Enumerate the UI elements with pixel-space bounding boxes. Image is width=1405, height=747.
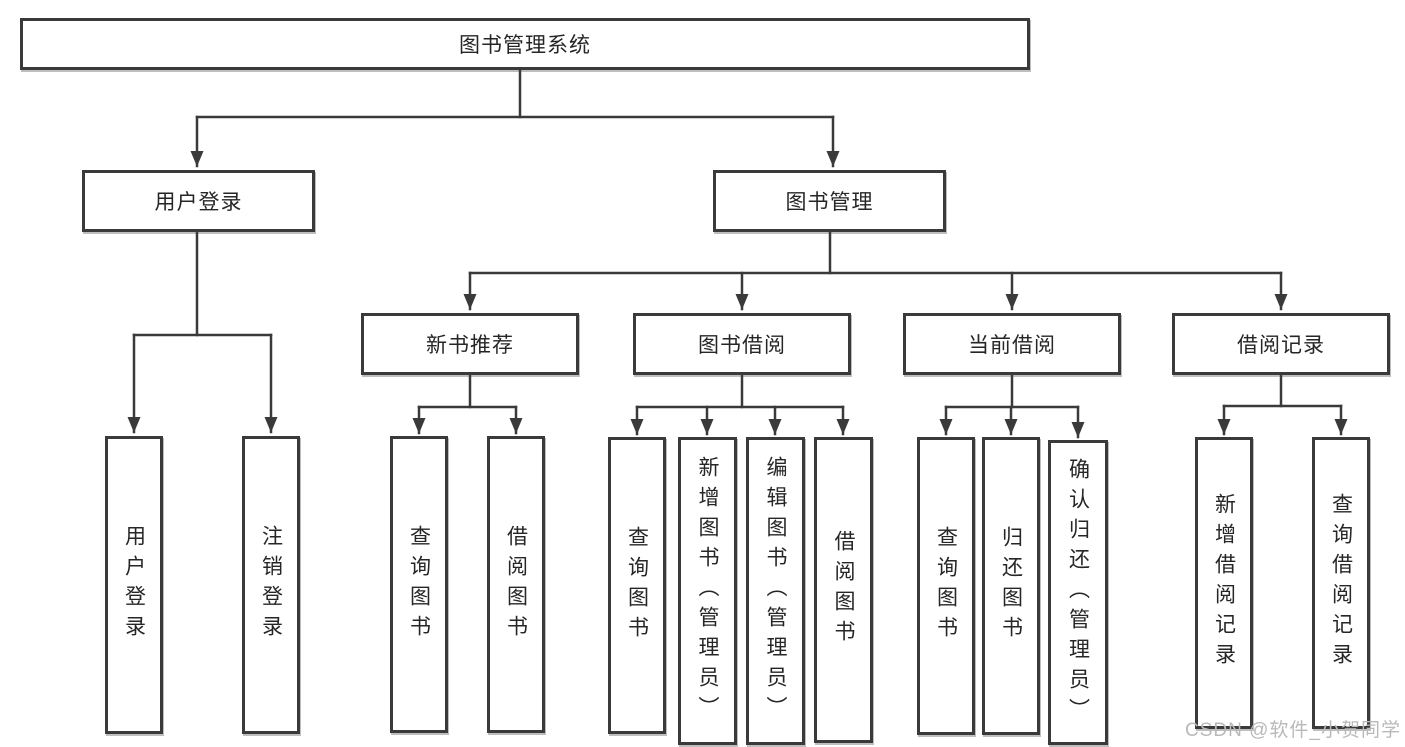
node-current-borrow: 当前借阅	[903, 313, 1121, 375]
leaf-query-books-3-label: 查询图书	[934, 526, 958, 646]
leaf-borrow-books-2-label: 借阅图书	[832, 530, 855, 650]
leaf-add-books-admin-label: 新增图书（管理员）	[696, 456, 719, 726]
leaf-query-books-3: 查询图书	[917, 437, 975, 735]
node-borrow-record: 借阅记录	[1172, 313, 1390, 375]
node-book-borrow-label: 图书借阅	[698, 334, 786, 357]
node-root-system-label: 图书管理系统	[459, 34, 591, 57]
leaf-borrow-books-1-label: 借阅图书	[504, 524, 528, 645]
leaf-query-books-2-label: 查询图书	[625, 525, 649, 646]
leaf-return-books-label: 归还图书	[999, 526, 1023, 646]
leaf-user-login-label: 用户登录	[122, 525, 146, 645]
node-root-system: 图书管理系统	[20, 18, 1030, 70]
node-new-book-recommend: 新书推荐	[361, 313, 579, 375]
leaf-edit-books-admin-label: 编辑图书（管理员）	[764, 456, 787, 726]
node-current-borrow-label: 当前借阅	[968, 334, 1056, 357]
node-user-login-label: 用户登录	[154, 191, 243, 214]
leaf-add-borrow-record: 新增借阅记录	[1195, 437, 1253, 729]
leaf-query-borrow-record-label: 查询借阅记录	[1329, 493, 1353, 673]
leaf-query-books-1: 查询图书	[390, 436, 448, 733]
leaf-logout-label: 注销登录	[259, 525, 283, 645]
leaf-query-borrow-record: 查询借阅记录	[1312, 437, 1370, 729]
leaf-edit-books-admin: 编辑图书（管理员）	[746, 437, 805, 745]
leaf-confirm-return-admin-label: 确认归还（管理员）	[1066, 457, 1090, 728]
leaf-borrow-books-2: 借阅图书	[814, 437, 873, 743]
csdn-watermark: CSDN @软件_小贺同学	[1185, 720, 1401, 741]
leaf-return-books: 归还图书	[982, 437, 1040, 735]
leaf-query-books-2: 查询图书	[608, 437, 666, 734]
node-borrow-record-label: 借阅记录	[1237, 334, 1325, 357]
leaf-query-books-1-label: 查询图书	[407, 524, 431, 645]
leaf-add-borrow-record-label: 新增借阅记录	[1212, 493, 1236, 673]
leaf-user-login: 用户登录	[105, 436, 163, 734]
node-new-book-recommend-label: 新书推荐	[426, 334, 514, 357]
node-user-login: 用户登录	[82, 170, 315, 232]
leaf-add-books-admin: 新增图书（管理员）	[678, 437, 737, 745]
node-book-management-label: 图书管理	[785, 191, 874, 214]
node-book-management: 图书管理	[713, 170, 946, 232]
node-book-borrow: 图书借阅	[633, 313, 851, 375]
leaf-logout: 注销登录	[242, 436, 300, 734]
leaf-borrow-books-1: 借阅图书	[487, 436, 545, 733]
leaf-confirm-return-admin: 确认归还（管理员）	[1048, 440, 1108, 745]
